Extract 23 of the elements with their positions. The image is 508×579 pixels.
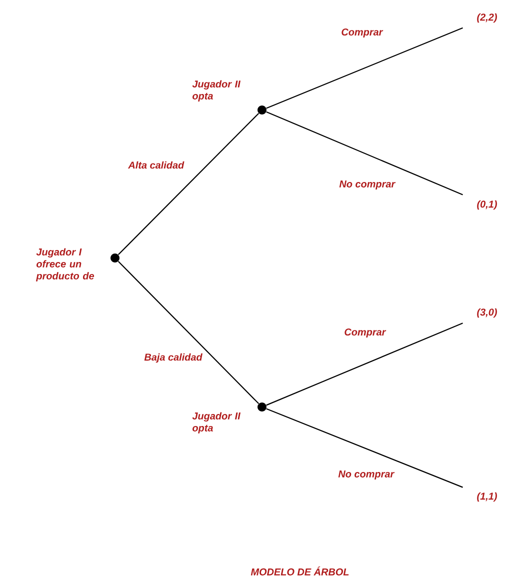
edge-label: No comprar — [339, 180, 396, 190]
player-label: Jugador I ofrece un producto de — [36, 248, 94, 282]
decision-dot — [258, 402, 266, 412]
edge-label: Baja calidad — [144, 353, 202, 363]
payoff-label: (0,1) — [477, 200, 497, 210]
payoff-label: (1,1) — [477, 492, 497, 502]
payoff-label: (2,2) — [477, 13, 497, 23]
payoff-label: (3,0) — [477, 308, 497, 318]
player-label: Jugador II opta — [192, 80, 241, 102]
branch-line — [118, 112, 260, 256]
edge-label: Comprar — [344, 328, 386, 338]
branch-line — [266, 408, 463, 488]
branch-line — [266, 322, 463, 406]
decision-dot — [110, 254, 120, 262]
decision-dot — [258, 106, 266, 114]
branch-line — [118, 260, 260, 404]
player-label: Jugador II opta — [192, 412, 241, 434]
branch-line — [266, 27, 463, 109]
edge-label: No comprar — [338, 470, 395, 480]
edge-label: Alta calidad — [128, 161, 184, 169]
branch-line — [266, 111, 463, 196]
edge-label: Comprar — [342, 28, 384, 38]
caption: MODELO DE ÁRBOL — [250, 566, 349, 576]
